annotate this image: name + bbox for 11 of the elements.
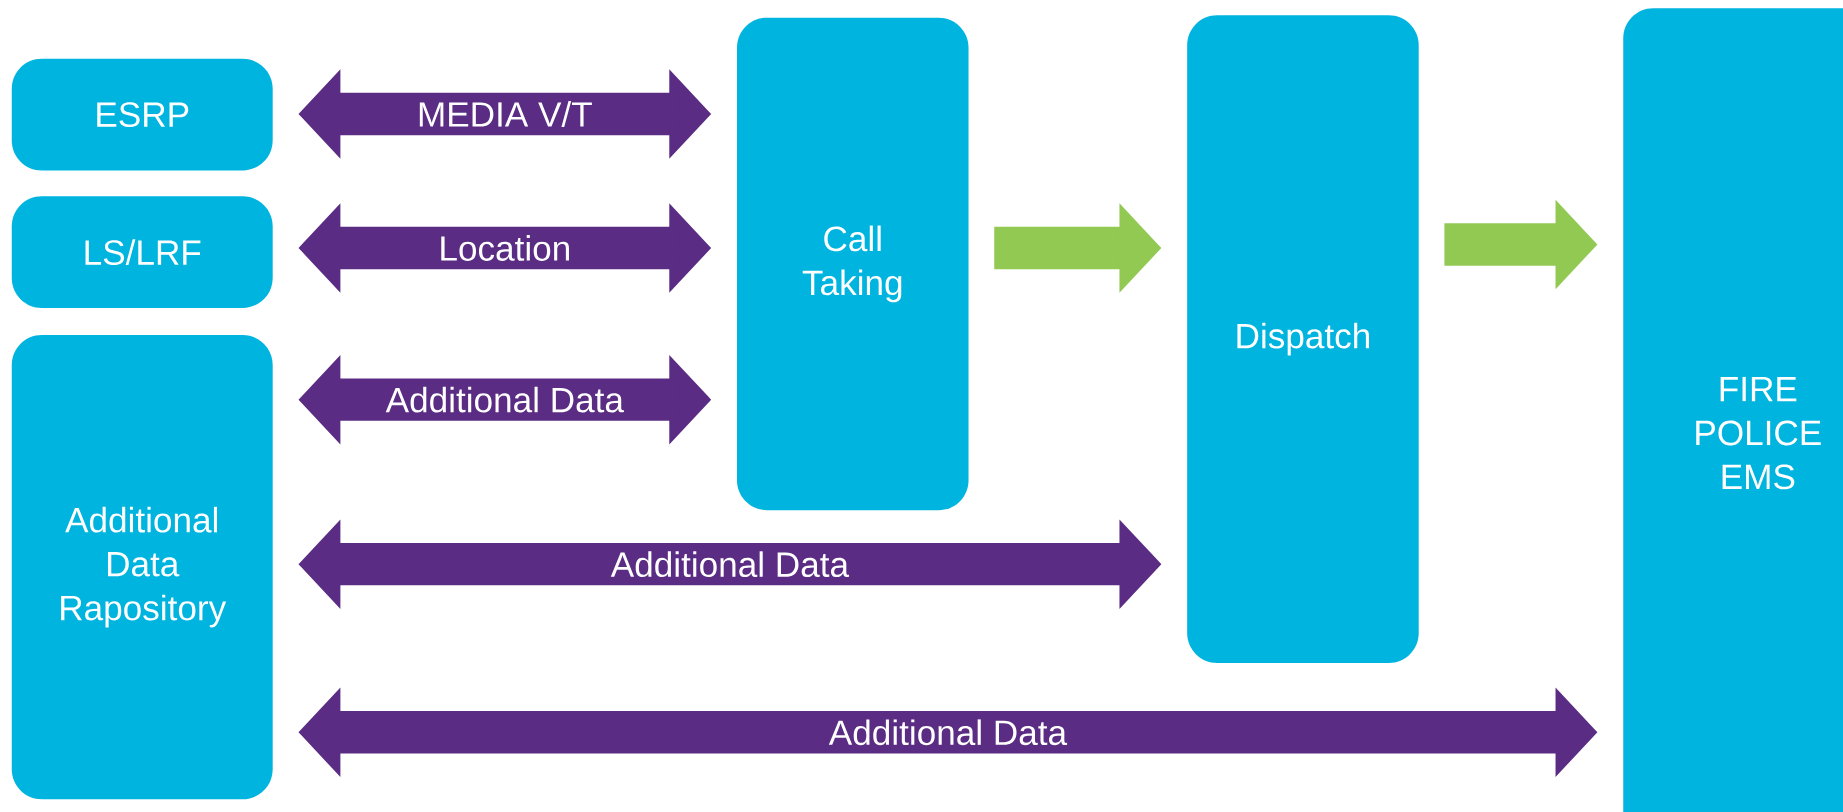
process-box: FIRE POLICE EMS — [1623, 8, 1843, 812]
process-box: Dispatch — [1187, 15, 1419, 663]
process-box: LS/LRF — [11, 196, 273, 308]
process-box: Additional Data Rapository — [11, 334, 273, 800]
edge-label: Additional Data — [825, 715, 1071, 749]
edge-label: MEDIA V/T — [413, 97, 597, 131]
edge-label: Additional Data — [607, 547, 853, 581]
edge-label: Additional Data — [382, 383, 628, 416]
process-box: Call Taking — [737, 17, 969, 511]
edge-label: Location — [434, 231, 575, 265]
process-box: ESRP — [11, 58, 273, 171]
